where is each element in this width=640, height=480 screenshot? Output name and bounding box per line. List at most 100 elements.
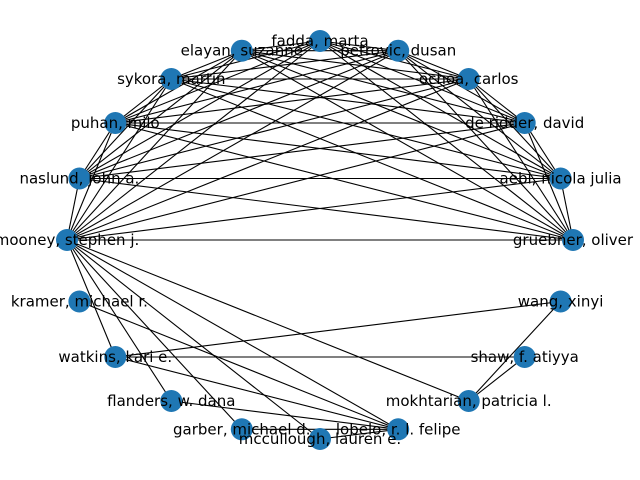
node-wang[interactable]: [549, 290, 572, 313]
node-label-kramer: kramer, michael r.: [11, 293, 148, 311]
edge-ochoa-mooney: [66, 78, 469, 241]
node-label-flanders: flanders, w. dana: [107, 392, 235, 410]
edge-fadda-mooney: [66, 40, 321, 241]
edge-puhan-sykora: [114, 78, 172, 124]
edge-mooney-lobelo: [66, 239, 399, 430]
edge-petrovic-puhan: [115, 50, 399, 124]
edge-layer: [66, 40, 574, 440]
edge-deridder-naslund: [79, 122, 525, 180]
edge-mooney-mccullough: [66, 239, 321, 440]
node-label-mooney: mooney, stephen j.: [0, 231, 139, 249]
node-layer: [56, 30, 584, 450]
node-petrovic[interactable]: [387, 39, 410, 62]
edge-fadda-gruebner: [319, 40, 574, 241]
node-label-ochoa: ochoa, carlos: [419, 70, 519, 88]
edge-wang-mokhtarian: [468, 301, 562, 402]
node-mooney[interactable]: [56, 229, 78, 251]
edge-mooney-flanders: [66, 239, 172, 402]
edge-ochoa-deridder: [468, 78, 526, 124]
node-label-puhan: puhan, milo: [71, 114, 160, 132]
edge-fadda-aebi: [319, 40, 561, 179]
edge-fadda-naslund: [79, 40, 321, 179]
edge-mooney-garber: [66, 239, 243, 430]
edge-petrovic-mooney: [66, 50, 399, 241]
node-label-wang: wang, xinyi: [518, 293, 604, 311]
edge-shaw-mokhtarian: [468, 356, 526, 402]
node-watkins[interactable]: [104, 346, 127, 368]
edge-flanders-lobelo: [171, 400, 399, 430]
edge-deridder-elayan: [241, 50, 525, 124]
node-sykora[interactable]: [160, 68, 183, 90]
edge-watkins-wang: [115, 300, 561, 358]
node-garber[interactable]: [230, 418, 253, 441]
edge-gruebner-naslund: [79, 177, 574, 241]
node-label-garber: garber, michael d.: [173, 420, 311, 438]
edge-deridder-sykora: [171, 78, 525, 124]
node-label-elayan: elayan, suzanne: [181, 42, 303, 60]
edge-deridder-mooney: [66, 122, 525, 241]
node-gruebner[interactable]: [562, 229, 584, 251]
node-puhan[interactable]: [104, 112, 127, 134]
edge-ochoa-naslund: [79, 78, 469, 180]
edge-sykora-elayan: [171, 50, 243, 80]
node-deridder[interactable]: [513, 112, 536, 134]
node-label-sykora: sykora, martin: [117, 70, 225, 88]
edge-kramer-lobelo: [79, 300, 399, 430]
edge-fadda-puhan: [115, 40, 321, 124]
node-label-lobelo: lobelo, r. l. felipe: [336, 420, 461, 438]
edge-ochoa-gruebner: [468, 78, 574, 241]
node-elayan[interactable]: [230, 39, 253, 62]
edge-aebi-elayan: [241, 50, 561, 180]
node-label-aebi: aebi, nicola julia: [500, 170, 622, 188]
edge-mooney-puhan: [66, 122, 116, 241]
edge-naslund-sykora: [78, 78, 172, 179]
node-naslund[interactable]: [68, 167, 91, 190]
edge-mooney-watkins: [66, 239, 116, 358]
node-label-shaw: shaw, f. atiyya: [471, 348, 579, 366]
edge-mooney-elayan: [66, 50, 243, 241]
edge-petrovic-sykora: [171, 50, 399, 80]
edge-ochoa-aebi: [468, 78, 562, 179]
edge-mccullough-lobelo: [319, 428, 399, 440]
edge-fadda-deridder: [319, 40, 525, 124]
node-label-naslund: naslund, john a.: [19, 170, 139, 188]
edge-fadda-petrovic: [319, 40, 399, 52]
node-flanders[interactable]: [160, 390, 183, 412]
node-label-watkins: watkins, kari e.: [58, 348, 172, 366]
node-kramer[interactable]: [68, 290, 91, 313]
edge-watkins-lobelo: [115, 356, 399, 430]
edge-petrovic-naslund: [79, 50, 399, 180]
edge-petrovic-aebi: [397, 50, 561, 179]
node-label-mokhtarian: mokhtarian, patricia l.: [386, 392, 552, 410]
edge-mooney-sykora: [66, 78, 172, 241]
edge-petrovic-ochoa: [397, 50, 469, 80]
edge-fadda-elayan: [241, 40, 321, 52]
node-lobelo[interactable]: [387, 418, 410, 441]
edge-mooney-mokhtarian: [66, 239, 469, 402]
edge-ochoa-puhan: [115, 78, 469, 124]
node-label-gruebner: gruebner, oliver: [513, 231, 634, 249]
edge-ochoa-elayan: [241, 50, 469, 80]
node-ochoa[interactable]: [457, 68, 480, 90]
edge-deridder-gruebner: [524, 122, 574, 241]
node-fadda[interactable]: [309, 30, 331, 52]
edge-gruebner-elayan: [241, 50, 574, 241]
edge-gruebner-puhan: [115, 122, 574, 241]
node-mccullough[interactable]: [309, 428, 331, 450]
edge-gruebner-sykora: [171, 78, 574, 241]
node-label-fadda: fadda, marta: [271, 32, 368, 50]
node-shaw[interactable]: [513, 346, 536, 368]
edge-aebi-sykora: [171, 78, 561, 180]
edge-naslund-puhan: [78, 122, 116, 179]
edge-aebi-puhan: [115, 122, 561, 180]
node-label-mccullough: mccullough, lauren e.: [239, 430, 401, 448]
node-label-deridder: de ridder, david: [465, 114, 584, 132]
node-aebi[interactable]: [549, 167, 572, 190]
edge-aebi-mooney: [66, 177, 561, 241]
edge-naslund-elayan: [79, 50, 243, 179]
edge-petrovic-gruebner: [397, 50, 574, 241]
node-mokhtarian[interactable]: [457, 390, 480, 412]
edge-deridder-aebi: [524, 122, 562, 179]
